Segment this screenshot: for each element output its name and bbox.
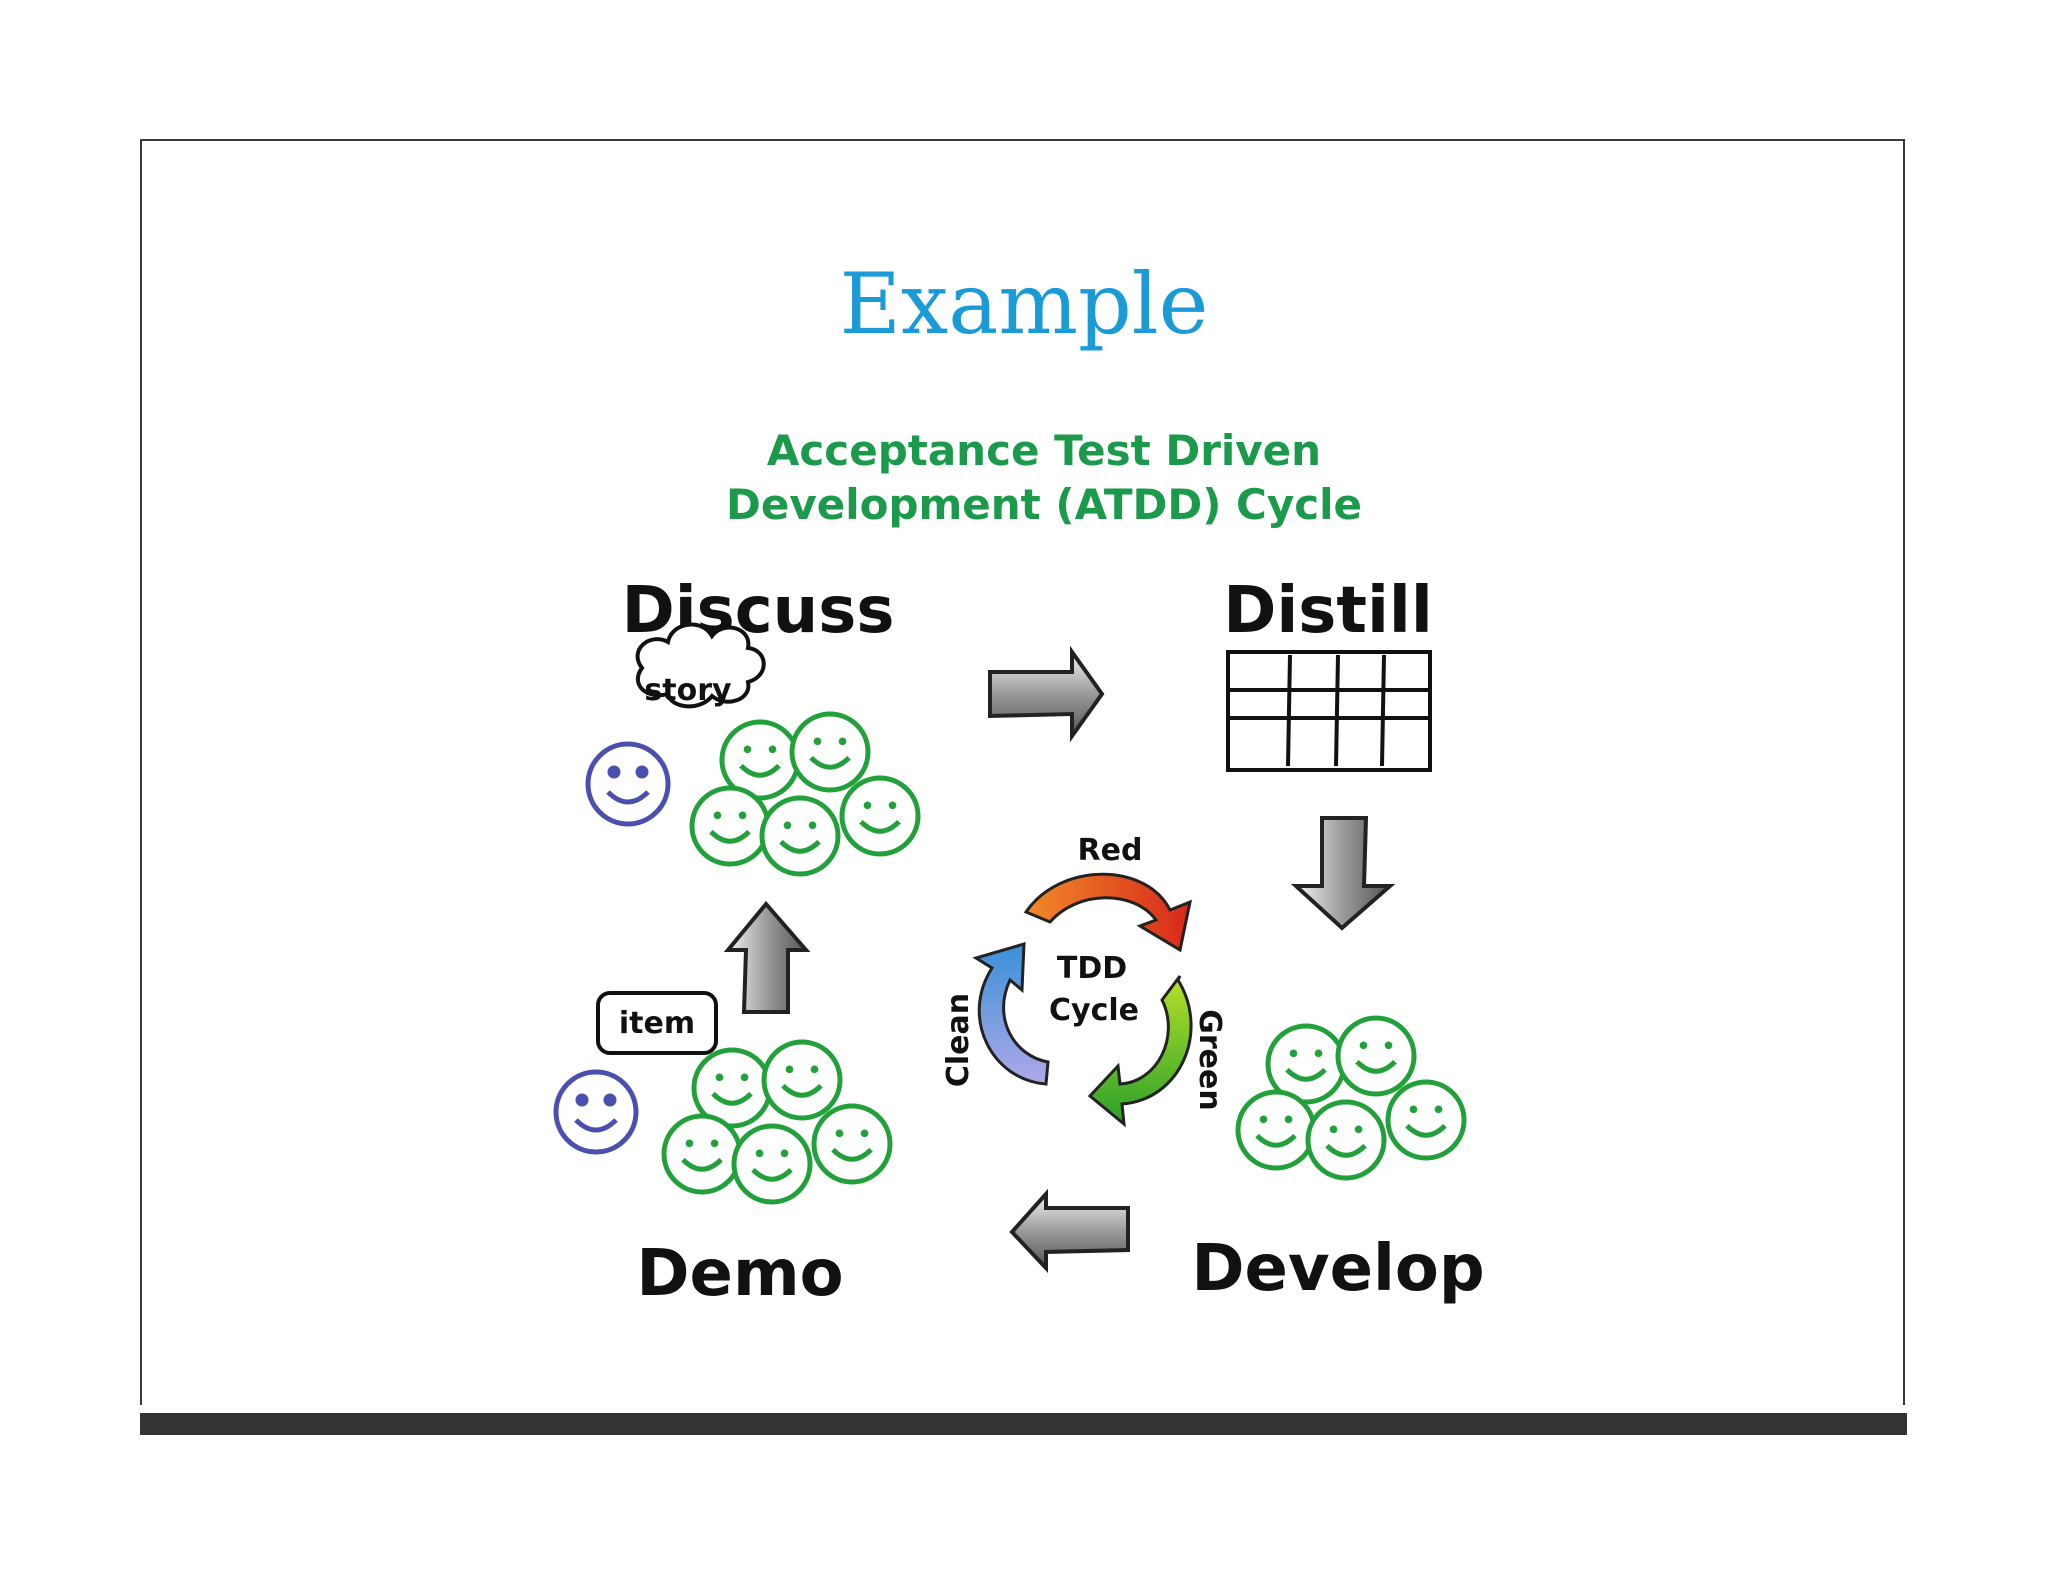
tdd-red-label: Red <box>1078 833 1143 868</box>
customer-face-icon <box>585 741 671 827</box>
team-member-face-icon <box>1305 1099 1387 1181</box>
stage-discuss-label: Discuss <box>622 574 895 648</box>
red-arrow-icon <box>1023 872 1193 953</box>
item-label: item <box>619 1006 695 1041</box>
team-faces-develop-icon <box>1235 1015 1467 1181</box>
tdd-green-label: Green <box>1192 1009 1227 1110</box>
stage-develop-label: Develop <box>1191 1232 1484 1306</box>
green-arrow-icon <box>1087 975 1193 1128</box>
slide-frame <box>140 139 1905 1405</box>
team-member-face-icon <box>761 1039 843 1121</box>
item-card-icon <box>596 991 718 1055</box>
team-member-face-icon <box>811 1103 893 1185</box>
story-label: story <box>644 673 732 708</box>
team-member-face-icon <box>839 775 921 857</box>
slide-bottom-bar <box>140 1413 1907 1435</box>
team-member-face-icon <box>661 1113 743 1195</box>
team-member-face-icon <box>691 1047 773 1129</box>
team-faces-discuss-icon <box>689 711 921 877</box>
stage-demo-label: Demo <box>636 1237 843 1311</box>
tdd-cycle-label-line1: TDD <box>1057 951 1127 986</box>
stage-distill-label: Distill <box>1223 574 1433 648</box>
arrow-up-icon <box>723 900 811 1014</box>
tdd-clean-label: Clean <box>941 993 976 1087</box>
team-member-face-icon <box>759 795 841 877</box>
team-faces-demo-icon <box>661 1039 893 1205</box>
team-member-face-icon <box>1335 1015 1417 1097</box>
diagram-subtitle-line2: Development (ATDD) Cycle <box>726 480 1362 529</box>
team-member-face-icon <box>689 785 771 867</box>
story-cloud-icon <box>635 622 766 709</box>
customer-face-icon <box>553 1069 639 1155</box>
diagram-subtitle-line1: Acceptance Test Driven <box>767 426 1321 475</box>
tdd-cycle-label-line2: Cycle <box>1049 993 1139 1028</box>
team-member-face-icon <box>1235 1089 1317 1171</box>
arrow-down-icon <box>1290 816 1396 931</box>
clean-arrow-icon <box>972 941 1050 1086</box>
team-member-face-icon <box>731 1123 813 1205</box>
arrow-right-icon <box>988 645 1105 743</box>
team-member-face-icon <box>789 711 871 793</box>
arrow-left-icon <box>1009 1188 1130 1274</box>
acceptance-test-table-icon <box>1226 650 1432 772</box>
team-member-face-icon <box>1385 1079 1467 1161</box>
slide-title: Example <box>839 255 1209 353</box>
